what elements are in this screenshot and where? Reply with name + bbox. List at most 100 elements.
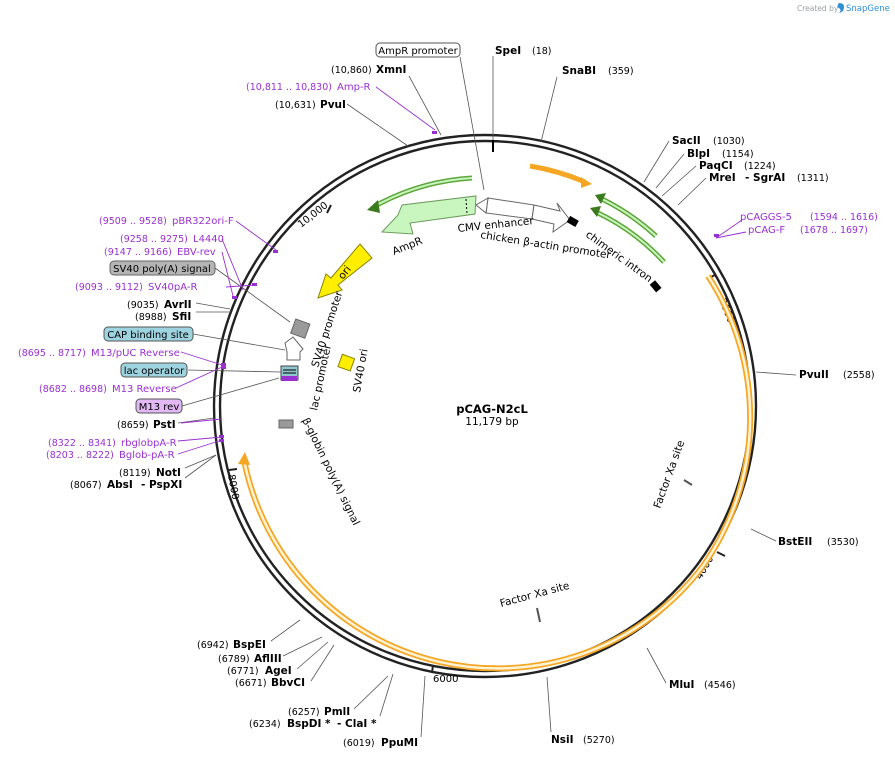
site-afliii: AflIII [254, 653, 282, 665]
tick-label-6000: 6000 [433, 674, 458, 685]
site-bbvci-pos: (6671) [235, 678, 267, 689]
site-sacii-pos: (1030) [713, 136, 745, 147]
site-spei-pos: (18) [532, 46, 552, 57]
site-psti-pos: (8659) [117, 420, 149, 431]
site-bsteii-pos: (3530) [827, 537, 859, 548]
intron-marker [566, 215, 579, 227]
m13-rev-label: M13 rev [139, 402, 180, 413]
snapgene-brand-text: SnapGene [846, 4, 890, 14]
site-blpi: BlpI [687, 148, 710, 160]
primer-m13puc: M13/pUC Reverse [91, 348, 180, 359]
ampr-arrow [380, 195, 477, 235]
site-mrei-pos: (1311) [797, 173, 829, 184]
bglobin-label: β-globin poly(A) signal [299, 416, 362, 527]
site-pvuii: PvuII [799, 369, 829, 381]
primer-l4440: L4440 [193, 234, 224, 245]
site-agei-pos: (6771) [227, 666, 259, 677]
site-mrei: MreI [709, 172, 736, 184]
site-bspdi-pos: (6234) [249, 719, 281, 730]
ampr-promoter-box: AmpR promoter [375, 42, 461, 58]
primer-pcaggs5: pCAGGS-5 [740, 212, 792, 223]
site-sgrai: - SgrAI [745, 172, 785, 184]
site-pmli-pos: (6257) [288, 707, 320, 718]
orf-arc-bottom-inner [242, 459, 704, 670]
plasmid-size: 11,179 bp [465, 416, 519, 428]
lac-promoter-label: lac promoter [308, 343, 334, 412]
site-noti: NotI [156, 467, 181, 479]
factorxa-mark-2 [536, 607, 541, 623]
primer-bglob-pos: (8203 .. 8222) [46, 450, 114, 461]
green-arc-arrow-3-inner [595, 211, 665, 263]
primer-markers [219, 131, 719, 442]
site-spei: SpeI [495, 45, 521, 57]
lac-operator-label: lac operator [124, 366, 185, 377]
site-ppumi-pos: (6019) [343, 738, 375, 749]
site-xmni: XmnI [376, 64, 406, 76]
primer-m13puc-pos: (8695 .. 8717) [18, 348, 86, 359]
orf-arc-top [529, 163, 586, 185]
site-psti: PstI [153, 419, 176, 431]
site-absi-pos: (8067) [70, 480, 102, 491]
primer-pcagf-pos: (1678 .. 1697) [800, 225, 868, 236]
site-afliii-pos: (6789) [218, 654, 250, 665]
created-by-text: Created by [797, 4, 839, 13]
site-mlui: MluI [669, 679, 694, 691]
orf-arc-top-arrowhead [581, 177, 592, 188]
site-bsteii: BstEII [778, 536, 812, 548]
orf-arc-arrowhead [238, 452, 250, 465]
site-snabi: SnaBI [562, 65, 596, 77]
snapgene-logo-icon [837, 3, 844, 13]
primer-ebvrev-pos: (9147 .. 9166) [104, 247, 172, 258]
site-bspei-pos: (6942) [197, 640, 229, 651]
site-paqci-pos: (1224) [744, 161, 776, 172]
ampr-label: AmpR [391, 235, 425, 258]
lac-operator-box-label: lac operator [120, 362, 188, 378]
site-absi: AbsI [107, 479, 133, 491]
cba-promoter-arrow [531, 202, 571, 234]
intron-end-marker [649, 280, 662, 293]
site-sacii: SacII [672, 135, 701, 147]
green-arc-arrow-2-inner [601, 198, 657, 237]
primer-ampr: Amp-R [337, 82, 371, 93]
primer-rbglob-pos: (8322 .. 8341) [48, 438, 116, 449]
bglobin-box [278, 419, 294, 429]
site-noti-pos: (8119) [119, 468, 151, 479]
site-pmli: PmlI [324, 706, 350, 718]
site-sfii-pos: (8988) [135, 312, 167, 323]
site-mlui-pos: (4546) [704, 680, 736, 691]
primer-rbglob: rbglobpA-R [121, 438, 177, 449]
site-nsii-pos: (5270) [583, 735, 615, 746]
orf-arc-bottom [241, 459, 706, 672]
primer-ampr-pos: (10,811 .. 10,830) [246, 82, 332, 93]
green-arc-arrow-1-inner [374, 177, 473, 207]
primer-m13reverse: M13 Reverse [112, 384, 177, 395]
site-nsii: NsiI [551, 734, 574, 746]
plasmid-name: pCAG-N2cL [456, 402, 528, 416]
site-pspxi: - PspXI [141, 479, 182, 491]
primer-bglob: Bglob-pA-R [119, 450, 175, 461]
site-pvui-a: PvuI [320, 99, 346, 111]
ori-arrow [317, 243, 373, 299]
site-snabi-pos: (359) [608, 66, 634, 77]
site-bspei: BspEI [233, 639, 266, 651]
site-leaders [177, 56, 797, 738]
site-sfii: SfiI [172, 311, 191, 323]
site-pvuii-pos: (2558) [843, 370, 875, 381]
cap-site-label: CAP binding site [107, 330, 189, 341]
tick-label-8000: 8000 [225, 474, 240, 501]
backbone-outer-ring [212, 133, 758, 679]
sv40-ori-box [337, 353, 356, 372]
box-leaders [181, 267, 291, 407]
cmv-left-arrow [475, 197, 489, 214]
site-xmni-pos: (10,860) [331, 65, 372, 76]
site-agei: AgeI [265, 665, 292, 677]
factorxa-label-2: Factor Xa site [499, 580, 571, 610]
sv40-promoter-box [290, 318, 311, 339]
primer-pcaggs5-pos: (1594 .. 1616) [810, 212, 878, 223]
tick-10000 [326, 204, 332, 214]
ampr-dash [465, 198, 468, 215]
sv40-ori-label: SV40 ori [351, 348, 370, 394]
primer-pbr322-pos: (9509 .. 9528) [99, 216, 167, 227]
site-bbvci: BbvCI [271, 677, 305, 689]
green-arc-arrow-3-head [590, 206, 601, 217]
